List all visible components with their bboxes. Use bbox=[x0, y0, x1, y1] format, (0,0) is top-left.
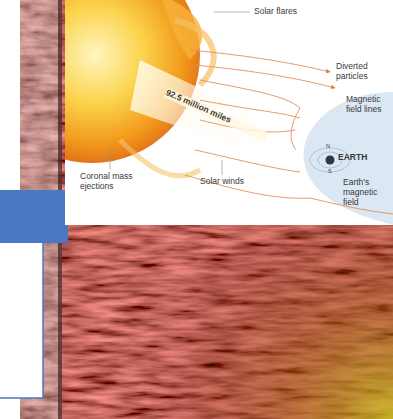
leader-line bbox=[222, 160, 223, 175]
solar-flare bbox=[175, 20, 214, 85]
earth-label: EARTH bbox=[338, 153, 378, 163]
wind-label: Solar winds bbox=[200, 177, 260, 187]
ejection-label: Coronal mass ejections bbox=[80, 172, 140, 192]
distance-label: 92.5 million miles bbox=[164, 88, 268, 142]
magnetosphere-label: Earth's magnetic field bbox=[343, 178, 389, 207]
field-lines bbox=[185, 50, 393, 214]
field-lines-label: Magnetic field lines bbox=[346, 95, 391, 115]
light-beam bbox=[130, 60, 330, 175]
particles-label: Diverted particles bbox=[336, 62, 388, 82]
leader-line bbox=[214, 12, 250, 13]
slide-frame bbox=[0, 243, 43, 398]
slide-panel bbox=[0, 243, 43, 398]
earth bbox=[326, 156, 335, 165]
coronal-mass-ejection bbox=[120, 140, 200, 176]
pole-label: N bbox=[326, 143, 334, 149]
leader-line bbox=[110, 150, 111, 170]
pole-label: S bbox=[328, 168, 336, 174]
sun-earth-inset bbox=[65, 0, 393, 225]
slide-bar bbox=[0, 190, 68, 243]
flare-label: Solar flares bbox=[254, 7, 324, 17]
